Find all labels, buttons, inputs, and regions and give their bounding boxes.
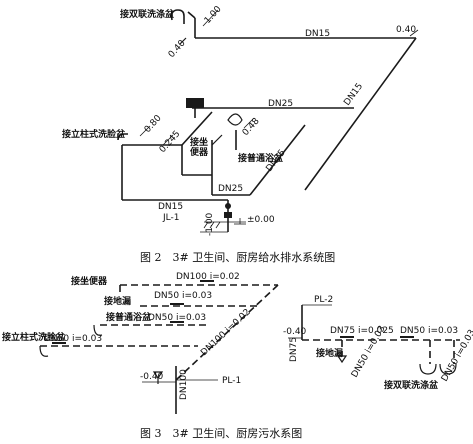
dim-048: 0.48 bbox=[241, 116, 262, 138]
label3-toilet: 接坐便器 bbox=[71, 275, 108, 287]
valve-icon bbox=[225, 203, 231, 209]
dim-line-048 bbox=[243, 117, 255, 129]
flow-arrow-1 bbox=[200, 280, 214, 282]
dim-0245: 0.245 bbox=[158, 129, 183, 155]
label-pedestal-basin: 接立柱式洗脸盆 bbox=[62, 128, 126, 140]
dim-line-080 bbox=[139, 125, 151, 137]
label-dn15-top: DN15 bbox=[305, 29, 330, 39]
label-dn15-left: DN15 bbox=[158, 202, 183, 212]
label3-double-sink: 接双联洗涤盆 bbox=[384, 379, 439, 391]
hatch bbox=[209, 221, 215, 229]
label-riser-jl1: JL-1 bbox=[162, 213, 179, 223]
fig3-caption: 图 3 3# 卫生间、厨房污水系图 bbox=[140, 426, 302, 440]
label-dn15-diag: DN15 bbox=[342, 82, 365, 108]
label3-floor-drain-r: 接地漏 bbox=[316, 347, 343, 359]
label3-bathtub: 接普通浴盆 bbox=[106, 311, 152, 323]
label3-pl2: PL-2 bbox=[314, 295, 333, 305]
pipe-stub bbox=[179, 37, 187, 45]
dim-040a: 0.40 bbox=[167, 38, 188, 60]
pipe-bath-link bbox=[211, 134, 223, 146]
pipe-label-p8: DN50 i=0.03 bbox=[400, 326, 458, 336]
pipe-dn15-diag bbox=[304, 37, 417, 191]
trap-bath-icon bbox=[93, 324, 103, 336]
pipe-label-p6: DN100 bbox=[179, 369, 189, 400]
pipe-label-p7: DN75 i=0.025 bbox=[330, 326, 394, 336]
trap-sink-icon-2 bbox=[439, 363, 457, 375]
basin-faucet-icon bbox=[117, 133, 128, 141]
flow-arrow-2 bbox=[170, 303, 184, 305]
label-dn25-low: DN25 bbox=[218, 184, 243, 194]
label-elevation-zero: ±0.00 bbox=[247, 215, 275, 225]
dim-neg100: -1.00 bbox=[205, 212, 215, 236]
dim3-neg040b: -0.40 bbox=[283, 327, 307, 337]
dim-100: 1.00 bbox=[203, 4, 224, 26]
fig2-caption: 图 2 3# 卫生间、厨房给水排水系统图 bbox=[140, 250, 335, 264]
pipe-label-p4: DN100 i=0.02 bbox=[199, 307, 252, 358]
fig3-sewage: 接坐便器 接地漏 接普通浴盆 接立柱式洗脸盆 PL-1 PL-2 接地漏 接双联… bbox=[2, 272, 473, 440]
water-heater-icon bbox=[186, 98, 204, 108]
label-toilet-2: 便器 bbox=[190, 146, 209, 158]
label3-pedestal-basin: 接立柱式洗脸盆 bbox=[2, 331, 66, 343]
faucet-icon bbox=[170, 9, 185, 21]
tick-040b bbox=[409, 29, 419, 37]
trap-basin-icon bbox=[39, 345, 49, 357]
pipe-label-p3: DN50 i=0.03 bbox=[148, 313, 206, 323]
pipe-label-p11: DN50 i=0.03 bbox=[440, 328, 473, 383]
pipe-label-p9: DN75 bbox=[289, 337, 299, 362]
label-toilet-1: 接坐 bbox=[190, 136, 208, 148]
pipe-label-p5: DN50 i=0.03 bbox=[44, 334, 102, 344]
flow-arrow-5 bbox=[52, 342, 66, 344]
label-dn25-mid: DN25 bbox=[268, 99, 293, 109]
dim-line-0245 bbox=[162, 134, 174, 146]
label-bathtub: 接普通浴盆 bbox=[238, 152, 284, 164]
meter-icon bbox=[224, 212, 232, 218]
flow-arrow-8 bbox=[400, 336, 414, 338]
label-double-sink: 接双联洗涤盆 bbox=[120, 8, 175, 20]
hatch bbox=[203, 221, 209, 229]
trap-sink-icon-1 bbox=[419, 363, 437, 375]
dim3-neg040a: -0.40 bbox=[140, 372, 164, 382]
dim-line-100 bbox=[202, 9, 219, 27]
pipe-label-p2: DN50 i=0.03 bbox=[154, 291, 212, 301]
label3-pl1: PL-1 bbox=[222, 376, 241, 386]
flow-arrow-7 bbox=[340, 336, 354, 338]
label3-floor-drain: 接地漏 bbox=[104, 295, 131, 307]
pipe-label-p1: DN100 i=0.02 bbox=[176, 272, 240, 282]
dim-080: 0.80 bbox=[143, 113, 164, 135]
pipe-tap-sink bbox=[187, 11, 196, 19]
shower-head-icon bbox=[227, 113, 243, 126]
flow-arrow-3 bbox=[170, 321, 184, 323]
floor-drain-icon-l bbox=[152, 371, 164, 380]
pipe-toilet-diag bbox=[181, 111, 213, 146]
dim-040b: 0.40 bbox=[396, 25, 416, 35]
hatch bbox=[215, 221, 221, 229]
fig2-water-supply: 接双联洗涤盆 接立柱式洗脸盆 接坐 便器 接普通浴盆 JL-1 ±0.00 DN… bbox=[62, 4, 419, 264]
pipe-dn25-diag bbox=[249, 124, 306, 196]
pipe-p4 bbox=[175, 284, 279, 381]
